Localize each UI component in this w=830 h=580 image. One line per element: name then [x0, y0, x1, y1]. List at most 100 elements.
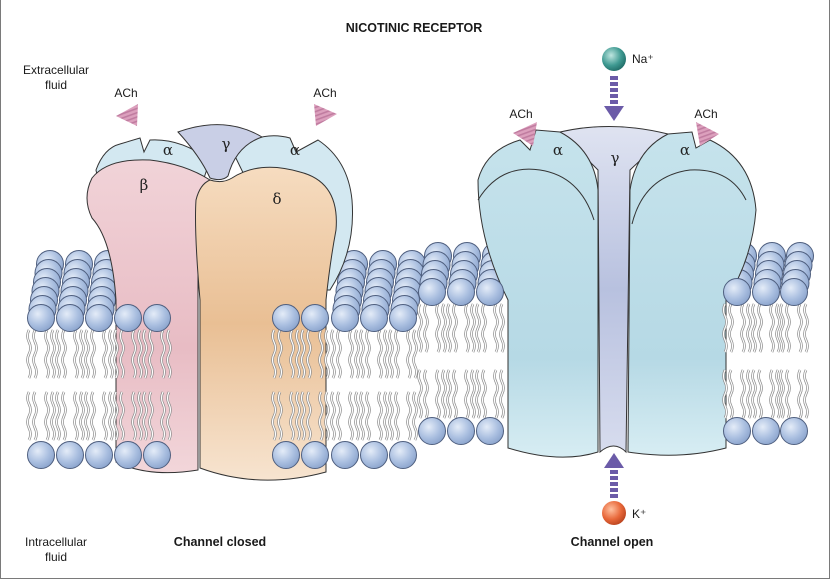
lipid-tail [740, 302, 752, 354]
open-channel-caption: Channel open [571, 535, 654, 549]
lipid-tail [779, 302, 791, 354]
lipid-tail [446, 302, 458, 354]
lipid-tail [73, 390, 85, 442]
closed-ach-right-ligand [314, 104, 337, 126]
lipid-tail [417, 368, 429, 420]
lipid-head [272, 441, 300, 469]
lipid-tail [330, 390, 342, 442]
sodium-ion [602, 47, 626, 71]
open-ach-left-label: ACh [509, 107, 532, 121]
lipid-head [114, 304, 142, 332]
sodium-influx-arrow [604, 76, 624, 121]
lipid-head [447, 417, 475, 445]
lipid-tail [435, 368, 447, 420]
lipid-tail [464, 368, 476, 420]
lipid-tail [751, 368, 763, 420]
lipid-tail [102, 390, 114, 442]
closed-alpha-left-label: α [163, 141, 173, 159]
closed-ach-left-label: ACh [114, 86, 137, 100]
lipid-tail [435, 302, 447, 354]
lipid-tail [26, 390, 38, 442]
closed-ach-left-ligand [116, 104, 138, 126]
lipid-tail [417, 302, 429, 354]
lipid-tail [44, 390, 56, 442]
closed-gamma-label: γ [222, 135, 231, 153]
lipid-head [389, 441, 417, 469]
intracellular-label-line1: Intracellular [25, 535, 87, 549]
closed-channel-caption: Channel closed [174, 535, 266, 549]
lipid-tail [740, 368, 752, 420]
closed-beta-label: β [140, 176, 149, 194]
figure-title: NICOTINIC RECEPTOR [346, 21, 483, 35]
lipid-head [331, 441, 359, 469]
lipid-head [272, 304, 300, 332]
lipid-tail [493, 368, 505, 420]
extracellular-label-line2: fluid [45, 78, 67, 92]
closed-delta-label: δ [272, 190, 281, 208]
potassium-ion [602, 501, 626, 525]
lipid-head [723, 278, 751, 306]
lipid-head [143, 304, 171, 332]
intracellular-label-line2: fluid [45, 550, 67, 564]
lipid-head [143, 441, 171, 469]
open-alpha-left-label: α [553, 141, 563, 159]
lipid-tail [377, 328, 389, 380]
lipid-head [301, 304, 329, 332]
lipid-head [752, 278, 780, 306]
lipid-tail [406, 390, 418, 442]
open-ach-right-ligand [696, 122, 719, 146]
lipid-head [56, 441, 84, 469]
lipid-head [418, 417, 446, 445]
open-alpha-left-inner-fold [477, 168, 595, 221]
lipid-tail [73, 328, 85, 380]
lipid-tail [797, 302, 809, 354]
closed-alpha-right-label: α [290, 141, 300, 159]
lipid-tail [84, 390, 96, 442]
open-alpha-right-inner-fold [631, 169, 747, 225]
open-gamma-label: γ [611, 149, 620, 167]
lipid-head [447, 278, 475, 306]
lipid-tail [84, 328, 96, 380]
lipid-tail [26, 328, 38, 380]
lipid-tail [359, 328, 371, 380]
lipid-tail [348, 390, 360, 442]
lipid-tail [330, 328, 342, 380]
lipid-tail [475, 368, 487, 420]
closed-gamma-subunit [177, 124, 264, 181]
lipid-tail [779, 368, 791, 420]
lipid-tail [377, 390, 389, 442]
open-alpha-right-label: α [680, 141, 690, 159]
lipid-head [85, 441, 113, 469]
open-ach-right-label: ACh [694, 107, 717, 121]
lipid-head [476, 417, 504, 445]
lipid-tail [769, 368, 781, 420]
lipid-head [360, 441, 388, 469]
lipid-tail [55, 390, 67, 442]
open-ach-left-ligand [513, 122, 537, 146]
sodium-ion-label: Na⁺ [632, 52, 654, 66]
open-channel: α γ α ACh ACh Na⁺ K⁺ Channel [477, 47, 757, 549]
lipid-head [389, 304, 417, 332]
lipid-tail [388, 390, 400, 442]
lipid-head [476, 278, 504, 306]
lipid-tail [359, 390, 371, 442]
lipid-head [331, 304, 359, 332]
open-alpha-left-subunit [477, 129, 599, 458]
lipid-head [418, 278, 446, 306]
lipid-tail [797, 368, 809, 420]
lipid-tail [475, 302, 487, 354]
lipid-head [780, 278, 808, 306]
potassium-efflux-arrow [604, 453, 624, 498]
lipid-tail [348, 328, 360, 380]
lipid-tail [446, 368, 458, 420]
lipid-head [27, 441, 55, 469]
lipid-head [723, 417, 751, 445]
lipid-head [27, 304, 55, 332]
lipid-tail [769, 302, 781, 354]
lipid-tail [493, 302, 505, 354]
lipid-tail [751, 302, 763, 354]
extracellular-label-line1: Extracellular [23, 63, 89, 77]
lipid-head [114, 441, 142, 469]
lipid-head [752, 417, 780, 445]
